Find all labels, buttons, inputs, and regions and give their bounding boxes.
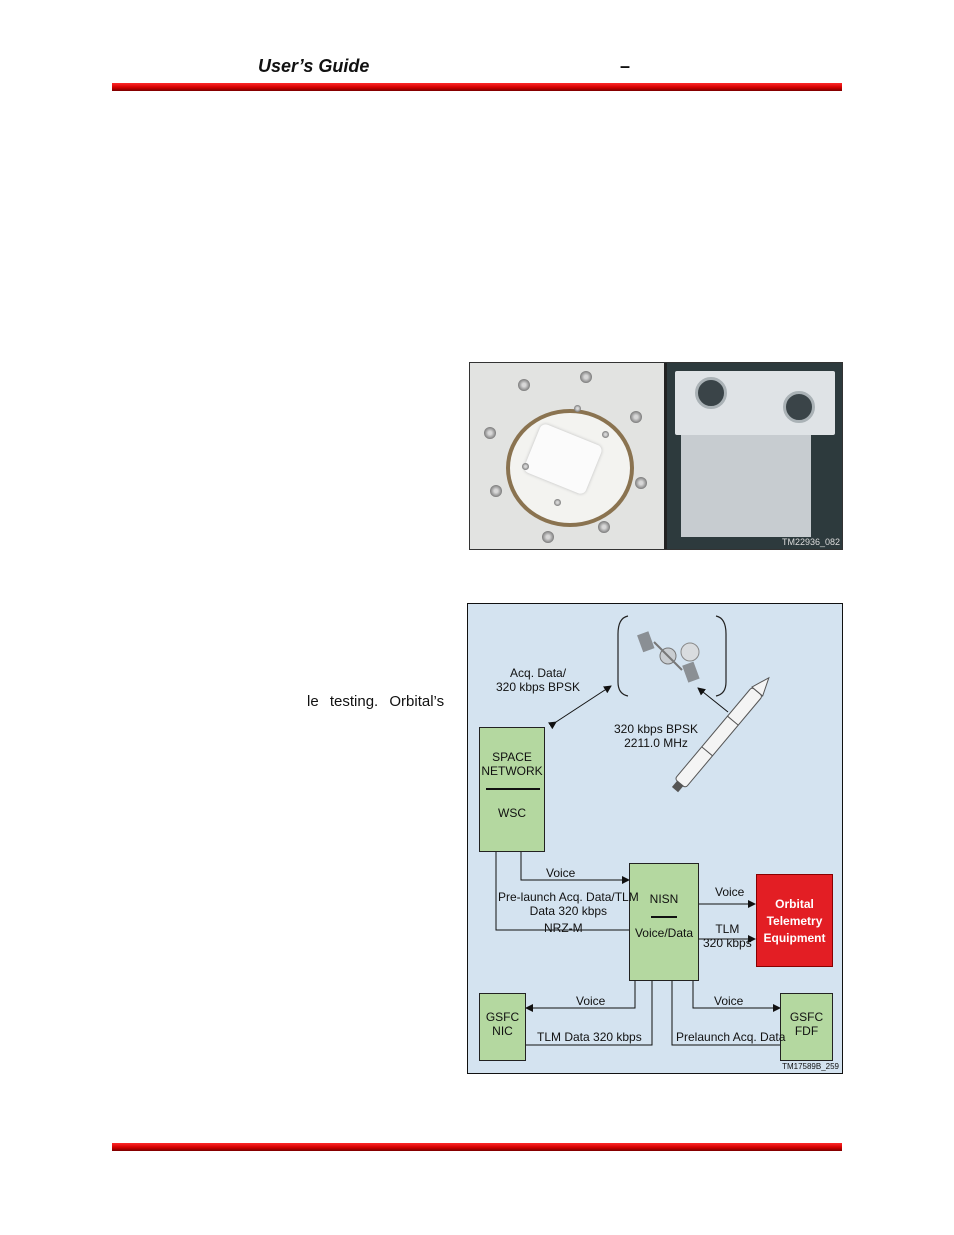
- acq-link-label: Acq. Data/320 kbps BPSK: [496, 666, 581, 694]
- diagram-wires: [492, 615, 781, 1046]
- screw-icon: [580, 371, 592, 383]
- photo-id-label: TM22936_082: [781, 537, 840, 547]
- voice-nic-label: Voice: [576, 994, 606, 1008]
- prelaunch-fdf-label: Prelaunch Acq. Data: [676, 1030, 786, 1044]
- screw-icon: [630, 411, 642, 423]
- screw-icon: [598, 521, 610, 533]
- voice-wsc-label: Voice: [546, 866, 576, 880]
- screw-icon: [484, 427, 496, 439]
- antenna-window-photo: [470, 363, 664, 549]
- space-network-box: SPACE NETWORK WSC: [479, 727, 545, 852]
- screw-icon: [635, 477, 647, 489]
- nisn-box: NISN Voice/Data: [629, 863, 699, 981]
- space-network-divider: [486, 788, 540, 790]
- diagram-id-label: TM17589B_259: [782, 1062, 839, 1071]
- header-rule: [112, 83, 842, 91]
- mount-hole: [695, 377, 727, 409]
- launch-vehicle-icon: [671, 676, 770, 793]
- voice-fdf-label: Voice: [714, 994, 744, 1008]
- screw-icon: [518, 379, 530, 391]
- nrz-label: NRZ-M: [544, 921, 583, 935]
- mount-hole: [783, 391, 815, 423]
- voice-orbital-label: Voice: [715, 885, 745, 899]
- header-dash: –: [620, 56, 631, 76]
- nisn-divider: [651, 916, 677, 918]
- tlm-data-nic-label: TLM Data 320 kbps: [537, 1030, 642, 1044]
- body-text-fragment: le testing. Orbital’s: [307, 693, 445, 710]
- header-title: User’s Guide: [258, 56, 370, 76]
- screw-icon: [554, 499, 561, 506]
- footer-rule: [112, 1143, 842, 1151]
- screw-icon: [542, 531, 554, 543]
- screw-icon: [574, 405, 581, 412]
- hardware-photos: TM22936_082: [469, 362, 843, 550]
- spacecraft-icon: [637, 631, 700, 683]
- transmitter-photo: TM22936_082: [667, 363, 842, 549]
- screw-icon: [602, 431, 609, 438]
- screw-icon: [522, 463, 529, 470]
- screw-icon: [490, 485, 502, 497]
